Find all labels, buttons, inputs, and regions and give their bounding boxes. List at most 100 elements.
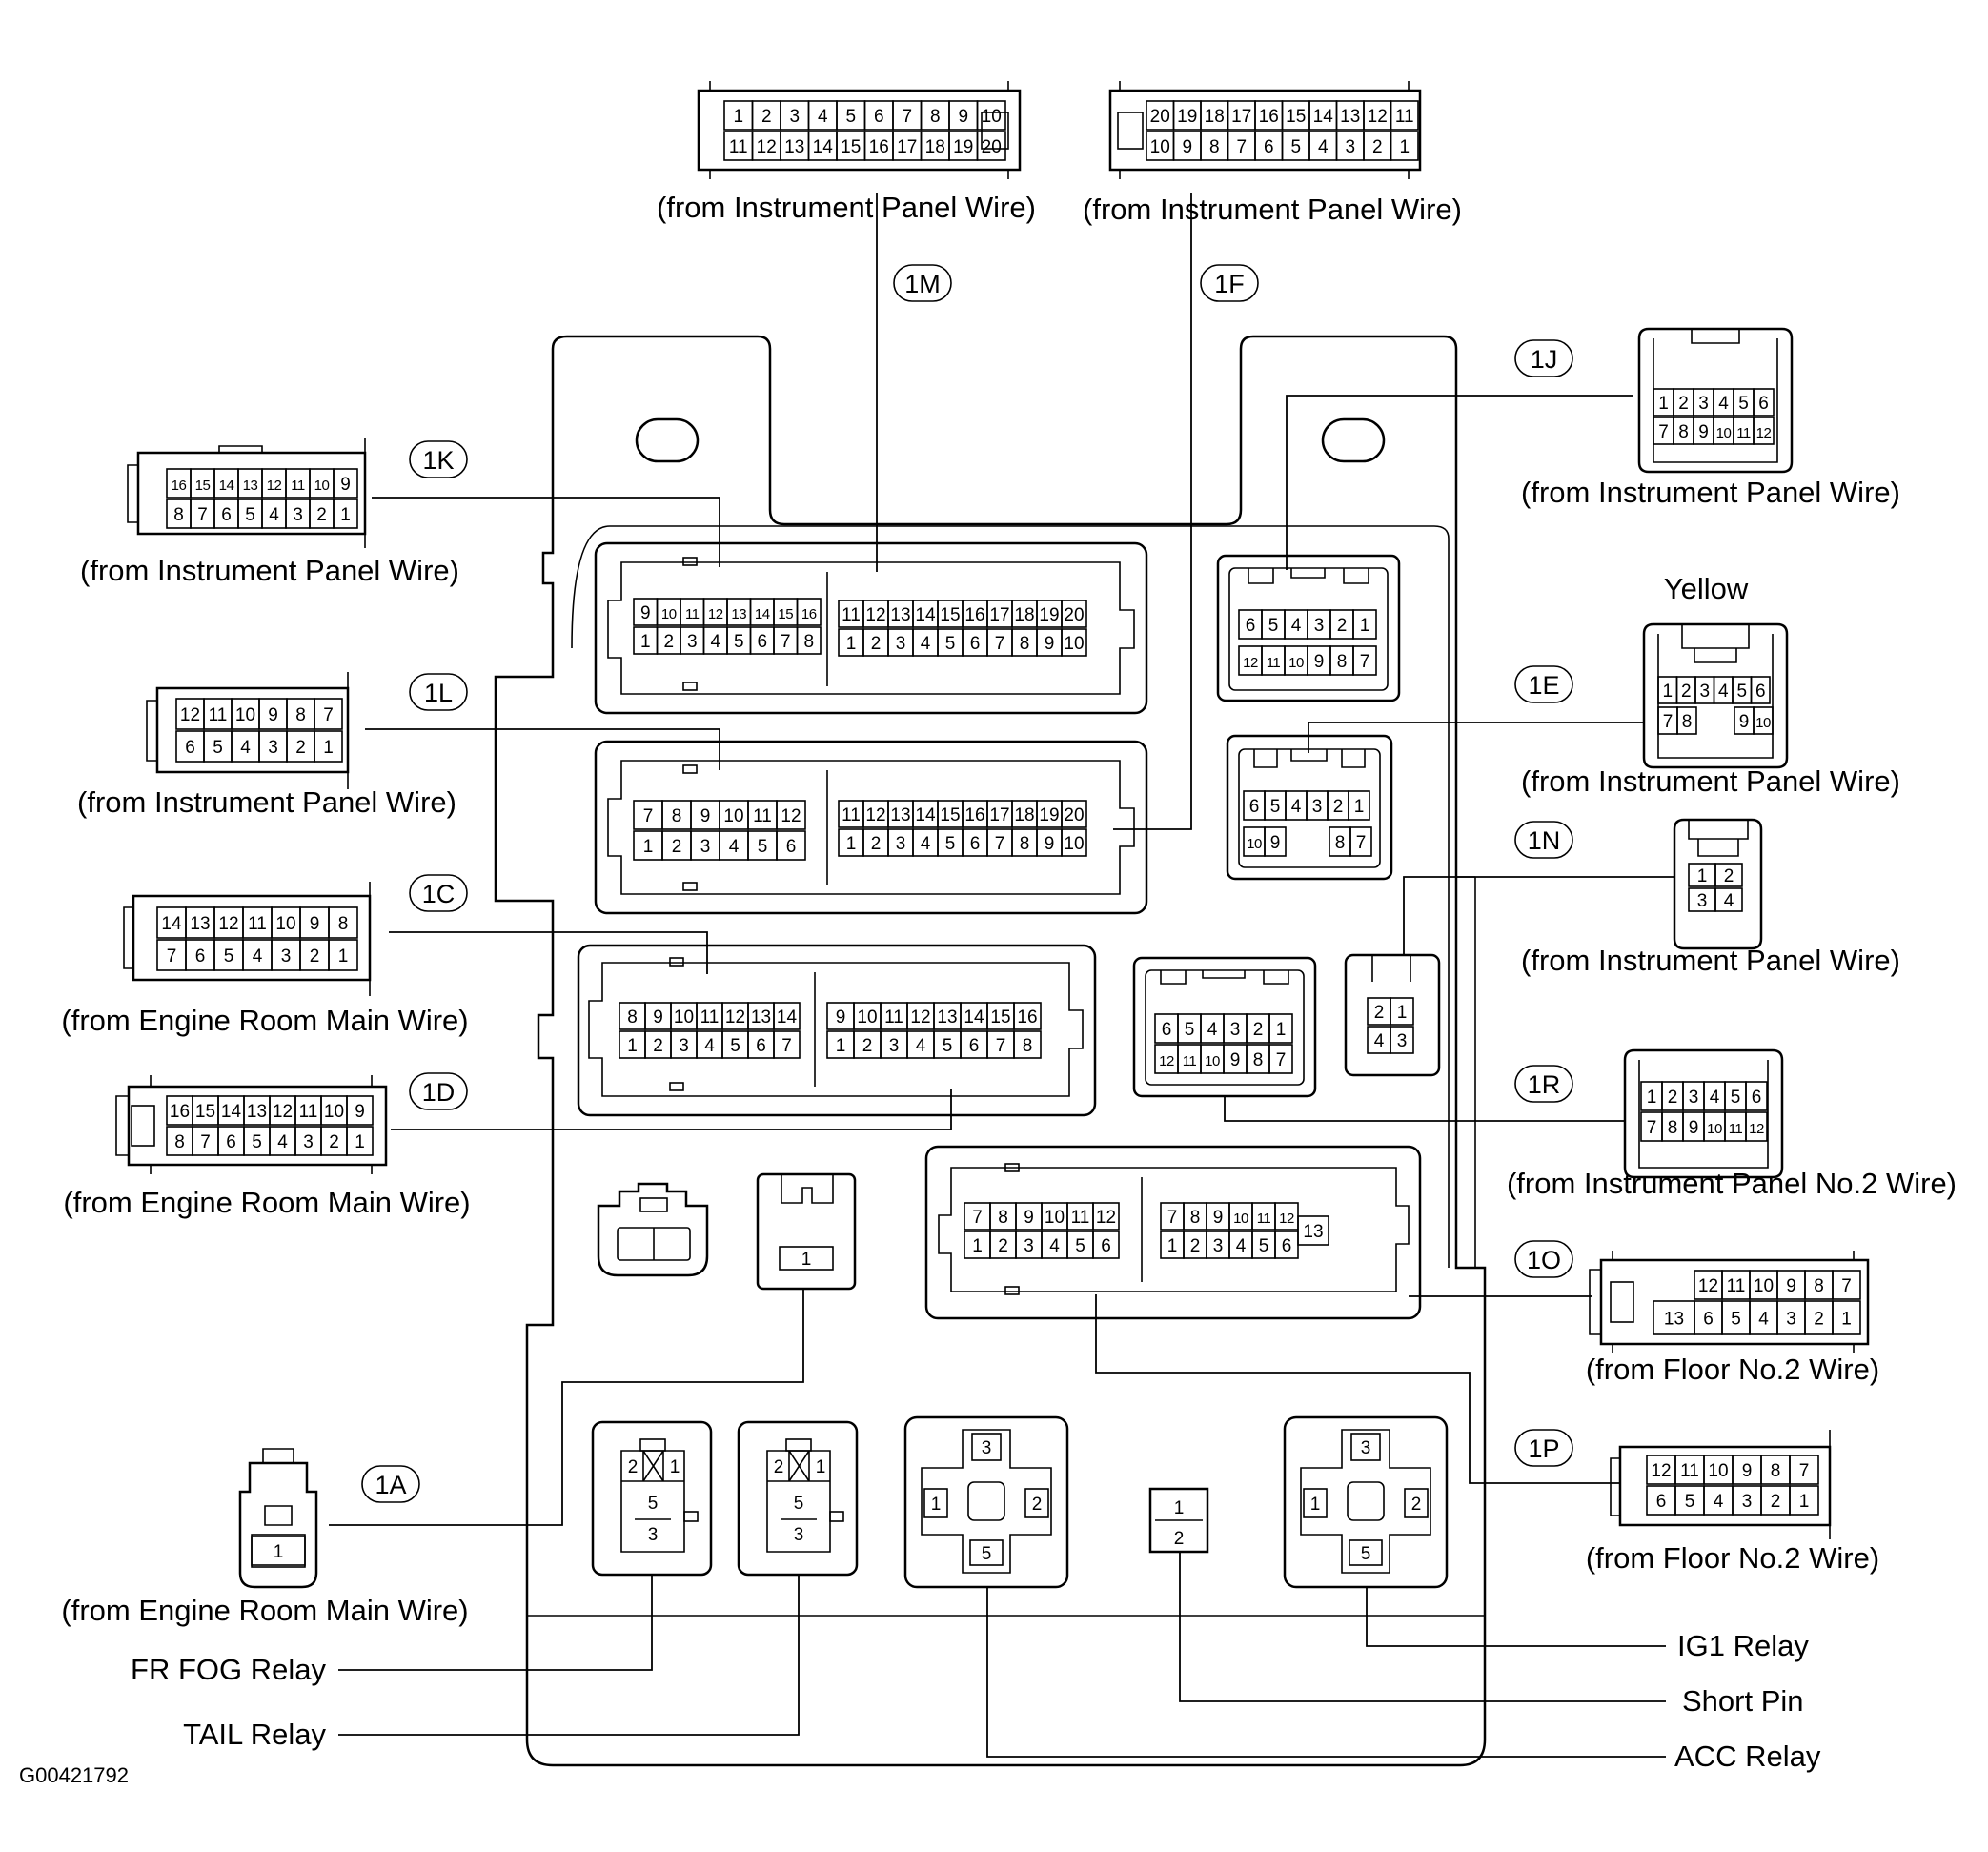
pin-number: 10	[1716, 425, 1732, 441]
pin-number: 10	[1707, 1121, 1722, 1137]
label-1L-source: (from Instrument Panel Wire)	[77, 785, 456, 819]
pin-number: 5	[1731, 1310, 1741, 1330]
pin-cell	[328, 939, 358, 971]
pin-number: 11	[842, 805, 861, 825]
svg-text:1J: 1J	[1531, 345, 1558, 374]
pin-number: 9	[836, 1007, 846, 1028]
pin-number: 3	[1698, 394, 1709, 414]
pin-number: 7	[1841, 1276, 1852, 1296]
pin-number: 6	[970, 634, 981, 654]
pin-number: 14	[964, 1007, 984, 1028]
pin-cell	[1013, 1030, 1042, 1059]
mount-hole-left	[635, 417, 700, 463]
pin-number: 5	[1259, 1236, 1269, 1256]
pin-number: 4	[240, 738, 251, 758]
pin-number: 15	[990, 1007, 1010, 1028]
pin-number: 7	[1799, 1461, 1810, 1481]
pin-cell	[1390, 100, 1419, 131]
pin-cell	[1061, 800, 1087, 828]
pin-number: 1	[643, 837, 654, 857]
pin-number: 2	[871, 634, 882, 654]
pin-number: 19	[1039, 605, 1059, 625]
pin-number: 4	[1718, 682, 1729, 702]
relay-pin-tail: 2	[774, 1457, 784, 1477]
pin-cell	[1349, 826, 1372, 857]
pin-number: 9	[310, 914, 320, 934]
connector-codes: 1M 1F 1K 1L 1C 1D 1A 1J 1E 1N 1R 1O 1P	[361, 264, 1573, 1503]
pin-cell	[773, 1030, 801, 1059]
pin-number: 7	[995, 834, 1005, 854]
pin-cell	[1013, 1002, 1042, 1030]
pin-cell	[776, 830, 806, 861]
pin-number: 4	[921, 834, 931, 854]
pin-number: 4	[1049, 1236, 1060, 1256]
pin-number: 4	[1291, 616, 1302, 636]
pin-number: 5	[1736, 682, 1747, 702]
svg-text:1C: 1C	[422, 880, 456, 908]
pin-number: 13	[751, 1007, 771, 1028]
pin-number: 5	[945, 834, 956, 854]
pin-number: 12	[757, 137, 777, 157]
pin-number: 15	[195, 478, 211, 494]
pin-number: 8	[1190, 1208, 1201, 1228]
pin-number: 6	[1101, 1236, 1111, 1256]
svg-text:1D: 1D	[422, 1078, 456, 1107]
pin-cell	[1753, 417, 1775, 445]
pin-number: 9	[268, 705, 278, 725]
pin-number: 1	[1354, 797, 1365, 817]
pin-number: 6	[1162, 1020, 1172, 1040]
short-pin-number: 1	[1174, 1498, 1185, 1518]
pin-number: 9	[1045, 834, 1055, 854]
pin-number: 9	[958, 107, 968, 127]
pin-number: 11	[291, 478, 305, 494]
pin-number: 7	[995, 634, 1005, 654]
pin-cell	[1092, 1231, 1120, 1259]
pin-number: 14	[777, 1007, 798, 1028]
pin-number: 1	[1841, 1310, 1852, 1330]
pin-number: 4	[1318, 137, 1329, 157]
pin-number: 4	[710, 632, 720, 652]
pin-number: 7	[200, 1132, 211, 1152]
pin-number: 16	[172, 478, 187, 494]
pin-number: 11	[1680, 1461, 1699, 1481]
pin-number: 10	[1150, 137, 1170, 157]
pin-number: 10	[1708, 1461, 1728, 1481]
pin-number: 13	[1340, 107, 1360, 127]
pin-number: 8	[1023, 1036, 1033, 1056]
pin-number: 7	[972, 1208, 983, 1228]
pin-number: 4	[1207, 1020, 1218, 1040]
pin-number: 2	[871, 834, 882, 854]
pin-number: 15	[1286, 107, 1306, 127]
pin-number: 5	[845, 107, 856, 127]
pin-number: 14	[1313, 107, 1334, 127]
pin-number: 1	[1276, 1020, 1287, 1040]
pin-number: 8	[1020, 834, 1030, 854]
pin-number: 1	[972, 1236, 983, 1256]
pin-number: 1	[340, 505, 351, 525]
pin-number: 1	[274, 1542, 284, 1562]
relay-pin-fr_fog: 5	[648, 1494, 659, 1514]
pin-cell	[796, 626, 822, 655]
pin-number: 4	[704, 1036, 715, 1056]
relay-pin-ig1: 2	[1411, 1495, 1422, 1515]
pin-number: 13	[1303, 1222, 1323, 1242]
relay-pin-tail: 1	[816, 1457, 826, 1477]
svg-text:1R: 1R	[1528, 1070, 1561, 1099]
pin-number: 5	[734, 632, 744, 652]
pin-number: 5	[213, 738, 223, 758]
pin-number: 1	[1167, 1236, 1178, 1256]
pin-number: 9	[1742, 1461, 1753, 1481]
code-badge-1O: 1O	[1514, 1240, 1573, 1278]
pin-number: 7	[996, 1036, 1006, 1056]
pin-number: 14	[219, 478, 234, 494]
